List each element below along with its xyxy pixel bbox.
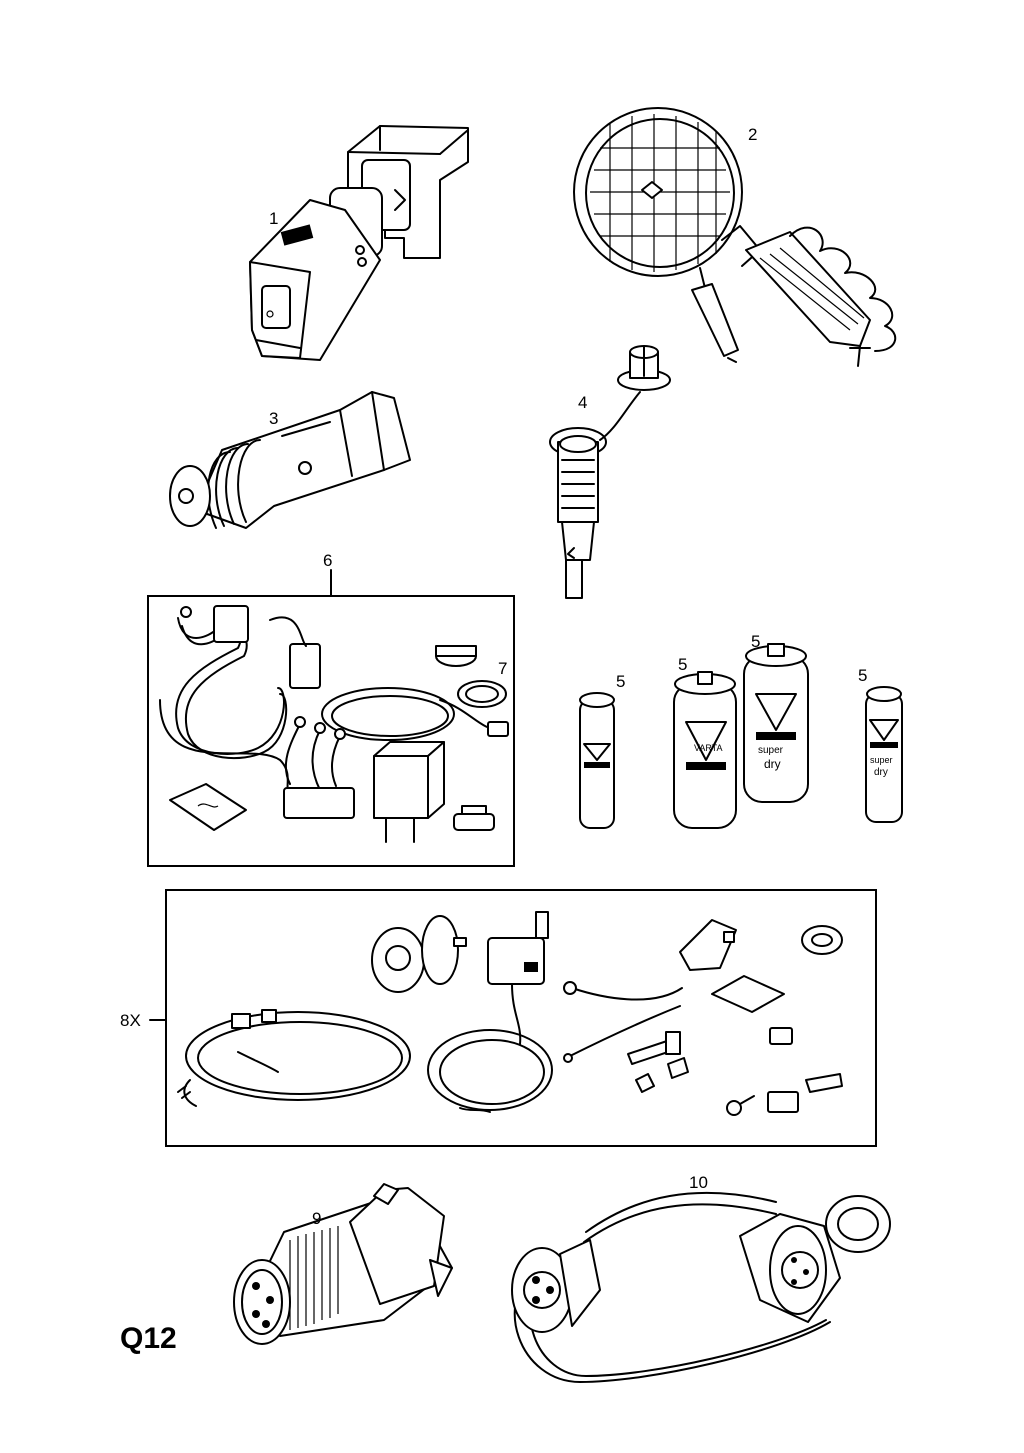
socket-adapter-icon <box>233 1183 453 1345</box>
callout-1: 1 <box>269 209 279 228</box>
callout-5-c: 5 <box>751 632 761 651</box>
callout-7: 7 <box>498 659 508 678</box>
battery-super-c: super <box>758 745 784 756</box>
callout-10: 10 <box>689 1173 708 1192</box>
callout-5-d: 5 <box>858 666 868 685</box>
battery-icon <box>579 643 903 829</box>
wiring-kit-icon <box>147 569 515 867</box>
adapter-cable-icon <box>511 1191 891 1383</box>
plug-adapter-icon <box>249 125 469 361</box>
callout-5-a: 5 <box>616 672 626 691</box>
lighter-socket-icon <box>549 345 671 599</box>
callout-8x: 8X <box>120 1011 141 1030</box>
battery-super-d: super <box>870 755 893 765</box>
battery-brand-b: VARTA <box>694 743 723 753</box>
towbar-wiring-icon <box>149 889 877 1147</box>
callout-4: 4 <box>578 393 588 412</box>
callout-9: 9 <box>312 1209 322 1228</box>
callout-6: 6 <box>323 551 333 570</box>
callout-2: 2 <box>748 125 758 144</box>
sheet-code: Q12 <box>120 1322 177 1355</box>
spotlight-icon <box>573 107 897 367</box>
cigarette-lighter-icon <box>169 391 411 529</box>
battery-dry-c: dry <box>764 757 781 771</box>
callout-3: 3 <box>269 409 279 428</box>
battery-dry-d: dry <box>874 767 888 778</box>
callout-5-b: 5 <box>678 655 688 674</box>
